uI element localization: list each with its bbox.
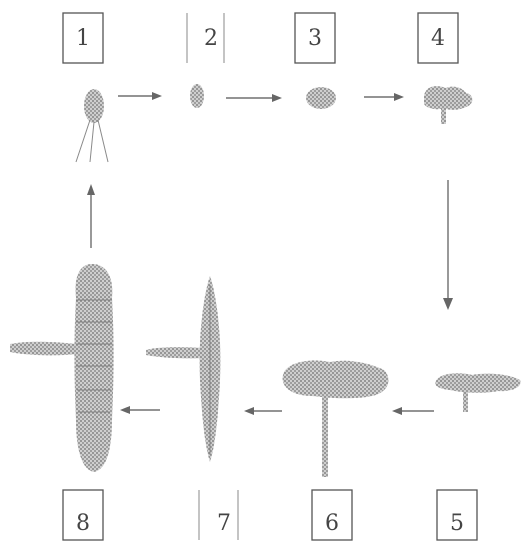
stage-figure-5 [435,373,520,412]
stage-number-1: 1 [76,26,90,51]
stage-figure-2 [190,84,204,108]
arrow-3-to-4 [364,93,404,101]
arrow-1-to-2 [118,92,162,100]
stage-number-4: 4 [431,26,445,51]
stage-label-7: 7 [199,490,238,540]
arrow-7-to-8 [120,406,160,414]
stage-label-6: 6 [312,490,352,540]
stage-label-5: 5 [437,490,477,540]
stage-label-2: 2 [187,13,224,63]
stage-number-5: 5 [450,511,464,536]
stage-number-2: 2 [204,26,218,51]
arrow-5-to-6 [392,407,434,415]
stage-figure-3 [306,87,336,109]
arrow-8-to-1 [87,184,95,248]
arrow-2-to-3 [226,94,282,102]
stage-number-7: 7 [217,511,231,536]
arrow-4-to-5 [443,180,453,310]
stage-number-6: 6 [325,511,339,536]
stage-figure-4 [424,86,472,124]
stage-figure-1 [76,89,108,162]
stage-label-8: 8 [63,490,103,540]
stage-figure-7 [146,276,220,462]
stage-label-1: 1 [63,13,103,63]
arrow-6-to-7 [244,407,282,415]
stage-label-3: 3 [295,13,335,63]
stage-figure-8 [10,264,114,472]
stage-label-4: 4 [418,13,458,63]
stage-number-8: 8 [76,511,90,536]
stage-number-3: 3 [308,26,322,51]
stage-figure-6 [283,361,389,477]
